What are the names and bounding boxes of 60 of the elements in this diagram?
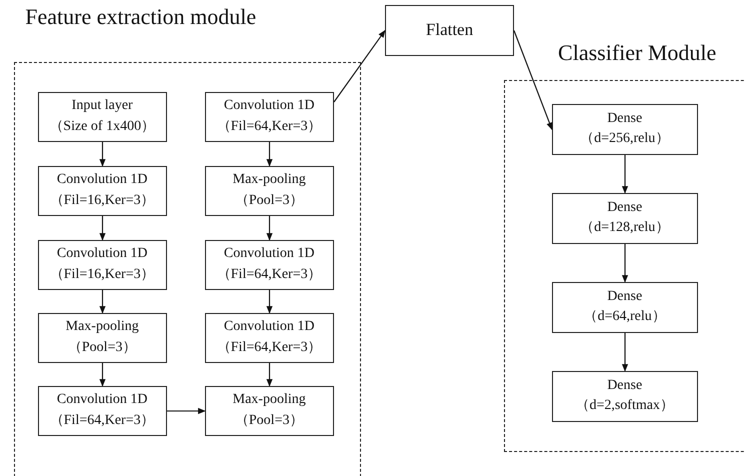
layer-parameters: （Fil=64,Ker=3） <box>50 412 155 430</box>
layer-parameters: （Fil=64,Ker=3） <box>216 118 322 136</box>
layer-name: Convolution 1D <box>224 245 314 264</box>
layer-parameters: （Fil=16,Ker=3） <box>50 266 155 284</box>
layer-name: Convolution 1D <box>224 97 314 116</box>
layer-name: Input layer <box>72 97 133 116</box>
arrow <box>622 155 628 194</box>
layer-name: Max-pooling <box>232 391 306 410</box>
arrow <box>622 333 628 372</box>
arrow <box>334 30 386 102</box>
module-heading: Classifier Module <box>557 40 718 65</box>
layer-parameters: （Fil=16,Ker=3） <box>50 192 155 210</box>
layer-box <box>552 282 698 333</box>
layer-box <box>204 386 334 436</box>
arrow <box>99 142 106 167</box>
layer-name: Dense <box>607 376 642 395</box>
layer-name: Convolution 1D <box>56 171 148 190</box>
layer-parameters: （Fil=64,Ker=3） <box>216 266 322 284</box>
layer-name: Max-pooling <box>232 171 306 190</box>
layer-box <box>204 312 334 363</box>
layer-name: Max-pooling <box>66 318 139 336</box>
layer-box <box>204 240 334 290</box>
arrow <box>513 30 553 130</box>
layer-box <box>38 386 167 436</box>
layer-box <box>552 370 698 422</box>
layer-box <box>38 166 167 216</box>
arrow <box>266 290 273 314</box>
arrow <box>99 290 106 314</box>
layer-box <box>38 92 167 142</box>
arrow <box>266 363 273 387</box>
arrow <box>266 142 273 167</box>
arrow <box>99 363 106 387</box>
layer-box <box>552 192 698 244</box>
layer-box <box>38 312 167 363</box>
arrow <box>622 244 628 283</box>
arrow <box>266 216 273 241</box>
layer-parameters: （d=256,relu） <box>580 130 670 148</box>
layer-box <box>385 5 514 56</box>
layer-parameters: （d=128,relu） <box>580 219 670 238</box>
layer-parameters: （Pool=3） <box>68 338 136 357</box>
layer-parameters: （Fil=64,Ker=3） <box>216 338 322 357</box>
layer-box <box>38 240 167 290</box>
layer-parameters: （Pool=3） <box>234 192 304 210</box>
layer-name: Flatten <box>426 19 474 42</box>
layer-name: Dense <box>607 110 642 128</box>
layer-box <box>204 92 334 142</box>
layer-parameters: （d=2,softmax） <box>575 397 674 416</box>
layer-box <box>552 104 698 155</box>
arrow <box>99 216 106 241</box>
arrow <box>167 408 206 414</box>
layer-parameters: （Size of 1x400） <box>49 118 156 136</box>
layer-name: Convolution 1D <box>56 245 148 264</box>
layer-name: Dense <box>607 198 642 217</box>
layer-parameters: （Pool=3） <box>234 412 304 430</box>
layer-name: Convolution 1D <box>224 318 314 336</box>
layer-box <box>204 166 334 216</box>
layer-name: Dense <box>607 288 642 306</box>
module-heading: Feature extraction module <box>24 4 258 29</box>
layer-parameters: （d=64,relu） <box>584 308 666 326</box>
layer-name: Convolution 1D <box>56 391 148 410</box>
